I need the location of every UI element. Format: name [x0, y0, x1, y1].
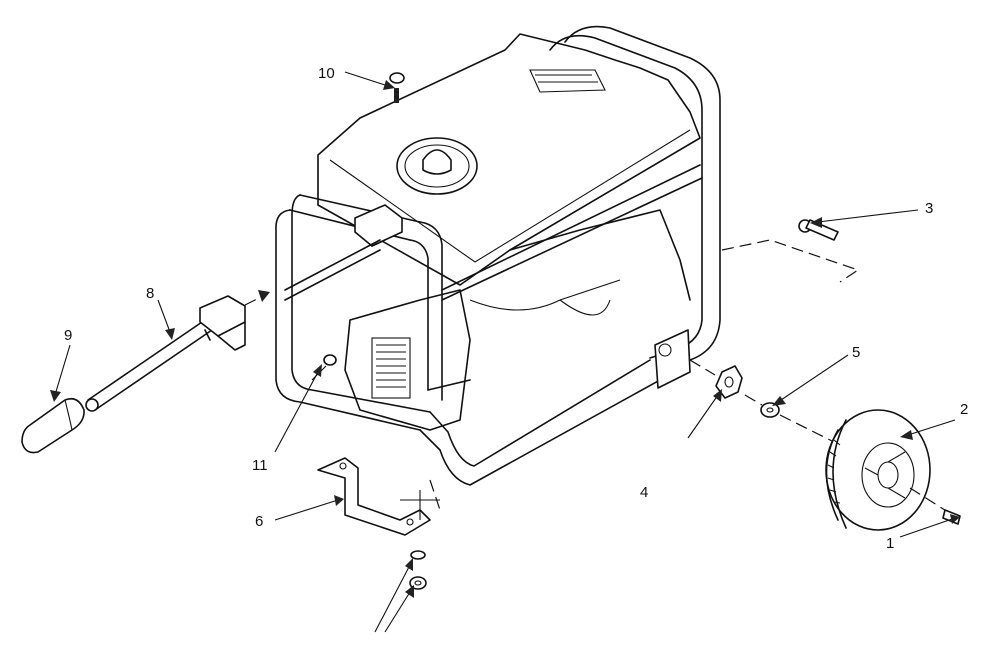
label-part-4: 4 — [640, 484, 648, 501]
engine-grille — [371, 337, 411, 399]
part-8-handle-bar — [85, 290, 270, 412]
part-4-nut — [689, 359, 743, 399]
label-part-10: 10 — [318, 65, 335, 82]
label-part-2: 2 — [960, 401, 968, 418]
label-part-3: 3 — [925, 200, 933, 217]
label-part-1: 1 — [886, 535, 894, 552]
part-5-washer — [744, 394, 841, 446]
label-part-9: 9 — [64, 327, 72, 344]
part-10-bolt — [389, 72, 405, 103]
label-part-8: 8 — [146, 285, 154, 302]
generator-body — [317, 33, 701, 431]
leader-lines — [50, 71, 960, 633]
label-part-11: 11 — [252, 457, 268, 474]
part-3-axle-bolt — [721, 219, 860, 283]
part-6-foot-bracket — [317, 457, 441, 536]
frame-handle-bracket — [284, 204, 403, 301]
label-part-5: 5 — [852, 344, 860, 361]
part-9-grip — [21, 397, 85, 454]
label-part-6: 6 — [255, 513, 263, 530]
part-labels: 10 8 9 11 6 3 4 5 2 1 — [64, 65, 968, 552]
part-2-wheel — [825, 409, 931, 531]
